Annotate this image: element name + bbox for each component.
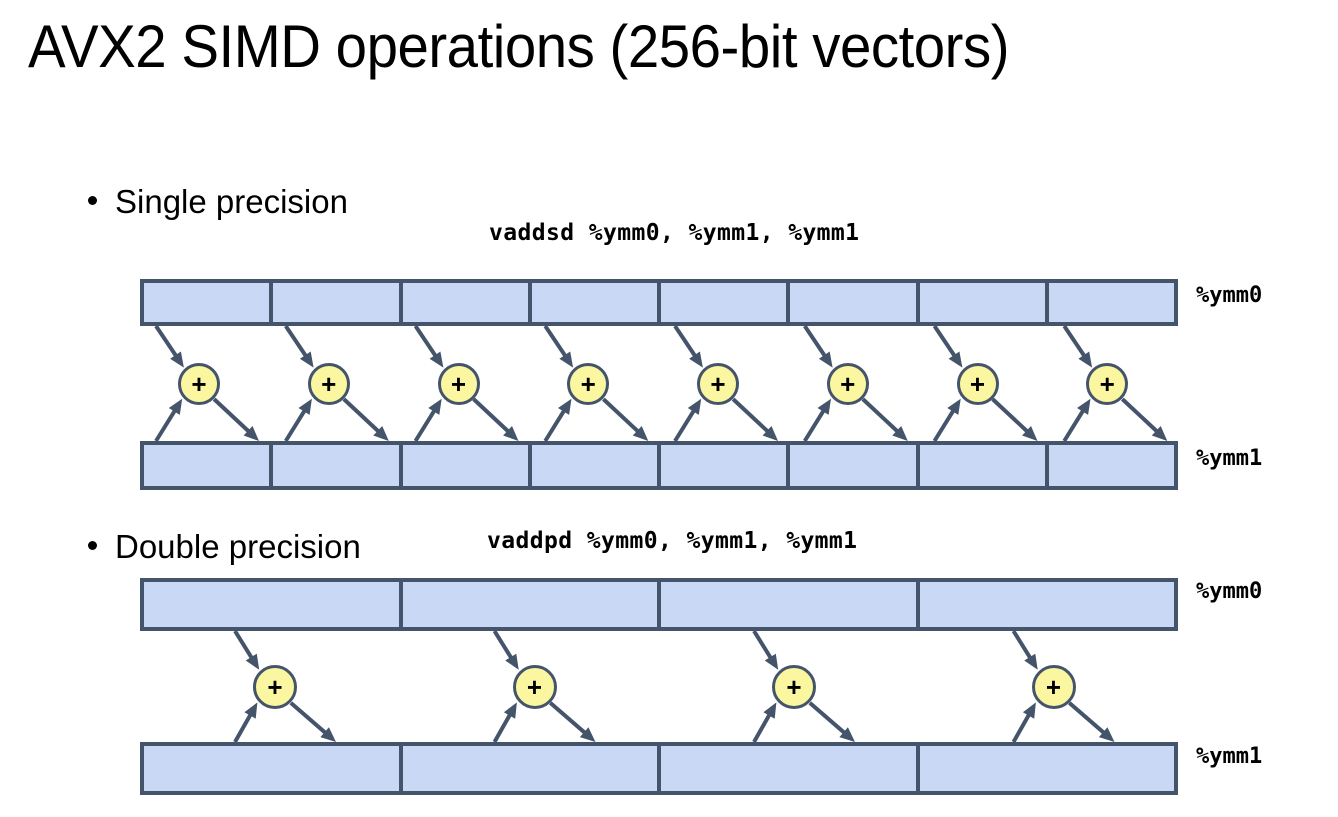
single-ymm0-lane-2 <box>402 283 532 322</box>
double-adder-2: + <box>772 665 816 709</box>
single-adder-3: + <box>567 363 610 405</box>
single-ymm1-lane-6 <box>919 445 1049 486</box>
single-adder-5: + <box>826 363 869 405</box>
double-arrow-src-to-adder-3 <box>1011 629 1038 670</box>
single-ymm0-lane-4 <box>661 283 791 322</box>
double-ymm1-lane-0 <box>144 746 403 791</box>
bullet-double-precision: Double precision <box>88 528 361 566</box>
page-title: AVX2 SIMD operations (256-bit vectors) <box>28 13 1010 80</box>
single-ymm1-lane-0 <box>144 445 274 486</box>
single-adder-4: + <box>697 363 739 405</box>
register-bar-ymm0-double <box>140 578 1178 631</box>
double-arrow-adder-to-dst-2 <box>808 701 855 742</box>
single-ymm0-lane-5 <box>790 283 920 322</box>
double-ymm0-lane-0 <box>144 582 403 627</box>
register-label-ymm1-single: %ymm1 <box>1196 446 1263 471</box>
single-adder-0: + <box>178 363 220 405</box>
register-bar-ymm0-single <box>140 279 1178 326</box>
double-adder-1: + <box>512 665 557 709</box>
single-ymm1-lane-5 <box>790 445 920 486</box>
bullet-single-precision-label: Single precision <box>115 183 348 220</box>
single-ymm1-lane-7 <box>1048 445 1174 486</box>
single-ymm0-lane-1 <box>273 283 403 322</box>
single-ymm1-lane-2 <box>402 445 532 486</box>
single-ymm0-lane-7 <box>1048 283 1174 322</box>
single-ymm1-lane-1 <box>273 445 403 486</box>
double-ymm1-lane-1 <box>402 746 661 791</box>
single-ymm1-lane-3 <box>531 445 661 486</box>
double-arrow-acc-to-adder-3 <box>1011 702 1036 743</box>
register-bar-ymm1-single <box>140 441 1178 490</box>
instruction-vaddpd: vaddpd %ymm0, %ymm1, %ymm1 <box>487 528 858 554</box>
double-arrow-adder-to-dst-1 <box>549 701 596 742</box>
double-ymm0-lane-2 <box>661 582 920 627</box>
single-ymm1-lane-4 <box>661 445 791 486</box>
register-label-ymm1-double: %ymm1 <box>1196 744 1263 769</box>
bullet-dot-icon <box>88 541 97 550</box>
double-ymm1-lane-2 <box>661 746 920 791</box>
double-arrow-src-to-adder-1 <box>492 629 519 670</box>
single-adder-2: + <box>437 363 480 405</box>
bullet-single-precision: Single precision <box>88 183 348 221</box>
double-ymm1-lane-3 <box>919 746 1174 791</box>
double-arrow-acc-to-adder-0 <box>233 702 258 743</box>
double-arrow-acc-to-adder-1 <box>492 702 517 743</box>
bullet-dot-icon <box>88 196 97 205</box>
register-label-ymm0-single: %ymm0 <box>1196 283 1263 308</box>
bullet-double-precision-label: Double precision <box>115 528 361 565</box>
double-arrow-src-to-adder-2 <box>752 629 779 670</box>
double-arrow-acc-to-adder-2 <box>752 702 777 743</box>
single-adder-7: + <box>1086 363 1129 405</box>
single-adder-6: + <box>956 363 999 405</box>
register-bar-ymm1-double <box>140 742 1178 795</box>
double-arrow-adder-to-dst-3 <box>1068 701 1115 742</box>
single-ymm0-lane-6 <box>919 283 1049 322</box>
single-ymm0-lane-3 <box>531 283 661 322</box>
double-arrow-src-to-adder-0 <box>233 629 260 670</box>
register-label-ymm0-double: %ymm0 <box>1196 579 1263 604</box>
double-ymm0-lane-1 <box>402 582 661 627</box>
single-ymm0-lane-0 <box>144 283 274 322</box>
double-ymm0-lane-3 <box>919 582 1174 627</box>
double-arrow-adder-to-dst-0 <box>289 701 336 742</box>
double-adder-3: + <box>1031 665 1076 709</box>
single-adder-1: + <box>307 363 350 405</box>
instruction-vaddsd: vaddsd %ymm0, %ymm1, %ymm1 <box>489 220 860 246</box>
double-adder-0: + <box>253 665 297 709</box>
